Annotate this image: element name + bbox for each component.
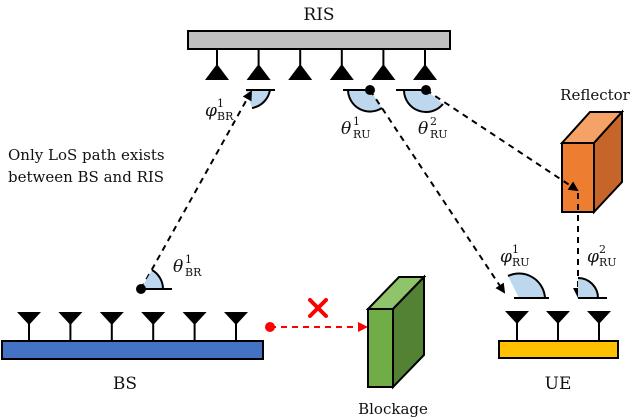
bs-antenna: [99, 312, 124, 341]
svg-text:φ: φ: [500, 247, 512, 267]
ris-antenna-array: [205, 49, 437, 80]
path-bs-to-ris: [140, 90, 252, 290]
ue-antenna: [587, 311, 611, 341]
svg-text:2: 2: [599, 243, 606, 256]
ris-antenna: [371, 49, 396, 80]
ris-antenna: [329, 49, 354, 80]
theta-ru1-wedge: [343, 85, 383, 113]
svg-text:θ: θ: [418, 119, 428, 139]
blockage: Blockage: [358, 274, 428, 418]
ris-antenna: [246, 49, 271, 80]
reflector-front-face: [561, 142, 595, 213]
path-ris-to-reflector: [425, 89, 579, 192]
theta-ru2-label: θ 2 RU: [418, 115, 448, 141]
svg-text:2: 2: [430, 115, 437, 128]
svg-text:θ: θ: [341, 119, 351, 139]
reflector: Reflector: [559, 86, 631, 215]
ris-label: RIS: [303, 5, 334, 25]
phi-ru2-label: φ 2 RU: [587, 243, 617, 269]
blockage-label: Blockage: [358, 400, 428, 418]
ris-panel: [187, 30, 451, 50]
phi-ru1-wedge: [507, 272, 549, 299]
ris-antenna: [288, 49, 313, 80]
svg-text:BR: BR: [185, 266, 202, 279]
phi-br-label: φ 1 BR: [205, 97, 234, 123]
bs-label: BS: [113, 374, 137, 394]
svg-text:1: 1: [353, 115, 360, 128]
ris: RIS: [187, 5, 451, 80]
blocked-x-icon: [308, 298, 328, 318]
ue: UE: [498, 311, 619, 394]
ue-label: UE: [545, 374, 572, 394]
svg-text:θ: θ: [173, 257, 183, 277]
reflector-label: Reflector: [560, 86, 631, 104]
theta-br-wedge: [136, 269, 172, 294]
svg-text:RU: RU: [512, 256, 530, 269]
svg-text:BR: BR: [217, 110, 234, 123]
bs-antenna: [224, 312, 248, 341]
bs-antenna: [182, 312, 207, 341]
svg-text:RU: RU: [353, 128, 371, 141]
svg-text:RU: RU: [430, 128, 448, 141]
theta-br-label: θ 1 BR: [173, 253, 202, 279]
path-ris-to-ue: [369, 89, 506, 294]
svg-text:1: 1: [217, 97, 224, 110]
bs-antenna: [17, 312, 41, 341]
phi-br-wedge: [246, 89, 275, 109]
ue-antenna-array: [505, 311, 611, 341]
svg-text:φ: φ: [205, 101, 217, 121]
theta-ru2-wedge: [396, 85, 444, 114]
ris-antenna: [205, 49, 229, 80]
ue-antenna: [546, 311, 570, 341]
ue-panel: [498, 340, 619, 359]
blocked-path: [265, 298, 368, 332]
phi-ru1-label: φ 1 RU: [500, 243, 530, 269]
blockage-front-face: [367, 308, 394, 388]
blocked-path-origin: [265, 322, 275, 332]
note-line-1: Only LoS path exists: [8, 146, 165, 164]
bs-panel: [1, 340, 264, 360]
bs-antenna: [58, 312, 83, 341]
svg-text:RU: RU: [599, 256, 617, 269]
bs: BS: [1, 312, 264, 394]
svg-text:φ: φ: [587, 247, 599, 267]
svg-text:1: 1: [185, 253, 192, 266]
bs-antenna-array: [17, 312, 248, 341]
theta-ru1-label: θ 1 RU: [341, 115, 371, 141]
ue-antenna: [505, 311, 529, 341]
bs-antenna: [141, 312, 166, 341]
ris-antenna: [413, 49, 437, 80]
note-line-2: between BS and RIS: [8, 168, 164, 186]
svg-text:1: 1: [512, 243, 519, 256]
phi-ru2-wedge: [577, 277, 607, 299]
